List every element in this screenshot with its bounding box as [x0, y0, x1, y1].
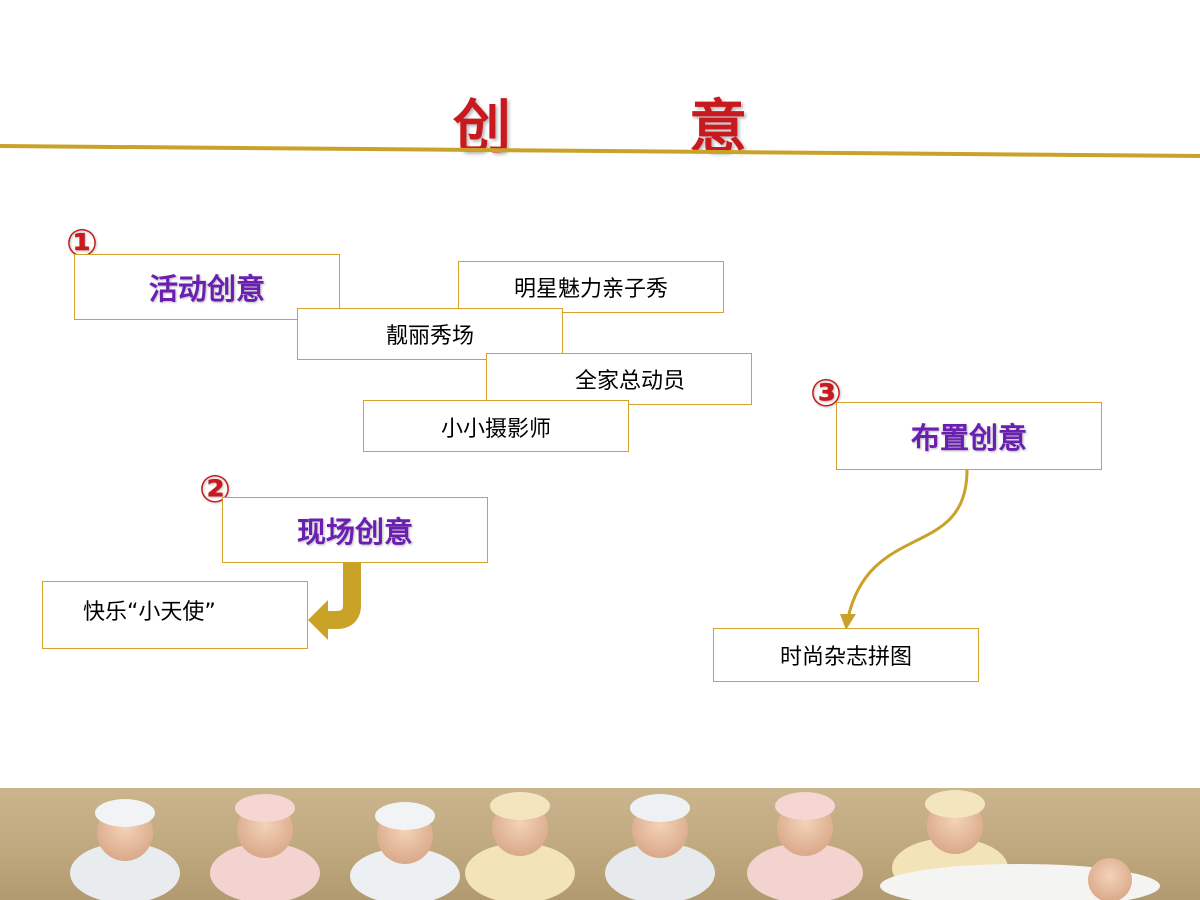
- title-underline: [0, 144, 1200, 158]
- curve-arrow-head: [840, 614, 856, 630]
- venue-item-1: 快乐“小天使”: [42, 581, 308, 649]
- activity-item-3: 全家总动员: [486, 353, 752, 405]
- bent-arrow: [326, 562, 361, 629]
- babies-illustration: [70, 790, 1160, 900]
- activity-item-2: 靓丽秀场: [297, 308, 563, 360]
- venue-heading: 现场创意: [296, 515, 413, 549]
- layout-item-1: 时尚杂志拼图: [713, 628, 979, 682]
- activity-item-3-label: 全家总动员: [574, 369, 685, 394]
- activity-heading: 活动创意: [148, 272, 265, 306]
- bent-arrow-head: [308, 600, 328, 640]
- activity-item-4-label: 小小摄影师: [440, 417, 551, 442]
- venue-item-1-label: 快乐“小天使”: [83, 600, 216, 625]
- layout-item-1-label: 时尚杂志拼图: [779, 645, 912, 670]
- curve-arrow: [846, 469, 969, 619]
- activity-item-4: 小小摄影师: [363, 400, 629, 452]
- activity-heading-box: 活动创意: [74, 254, 340, 320]
- activity-item-1-label: 明星魅力亲子秀: [513, 277, 668, 302]
- layout-heading-box: 布置创意: [836, 402, 1102, 470]
- venue-heading-box: 现场创意: [222, 497, 488, 563]
- layout-heading: 布置创意: [910, 421, 1027, 455]
- activity-item-1: 明星魅力亲子秀: [458, 261, 724, 313]
- footer-photo-band: [0, 788, 1200, 900]
- activity-item-2-label: 靓丽秀场: [385, 324, 474, 349]
